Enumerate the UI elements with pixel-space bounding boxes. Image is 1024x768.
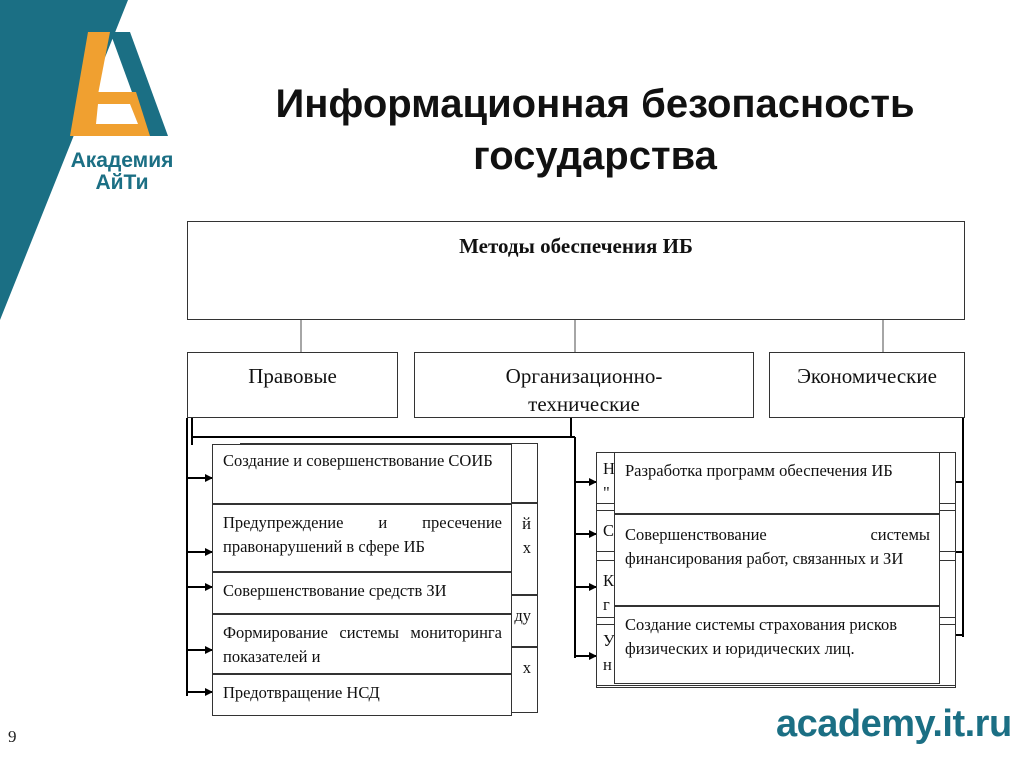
legal-item-2-text: Предупреждение и пресечение правонарушен… bbox=[223, 513, 502, 556]
logo-name-line1: Академия bbox=[70, 149, 174, 172]
category-org-tech: Организационно-технические bbox=[414, 352, 754, 418]
legal-item-3: Совершенствование средств ЗИ bbox=[212, 572, 512, 614]
category-economic-label: Экономические bbox=[797, 364, 937, 388]
site-url: academy.it.ru bbox=[776, 703, 1012, 745]
category-legal-label: Правовые bbox=[248, 364, 337, 388]
category-legal: Правовые bbox=[187, 352, 398, 418]
slide-title-line2: государства bbox=[473, 134, 717, 178]
slide-title-line1: Информационная безопасность bbox=[275, 82, 915, 126]
hidden-fragment: н bbox=[603, 655, 612, 674]
legal-item-1-text: Создание и совершенствование СОИБ bbox=[223, 451, 493, 470]
hidden-fragment: С bbox=[603, 521, 615, 540]
hidden-fragment: К bbox=[603, 571, 615, 590]
legal-item-2: Предупреждение и пресечение правонарушен… bbox=[212, 504, 512, 572]
hidden-fragment: " bbox=[603, 483, 610, 502]
legal-item-3-text: Совершенствование средств ЗИ bbox=[223, 581, 447, 600]
economic-item-1-text: Разработка программ обеспечения ИБ bbox=[625, 461, 893, 480]
economic-item-3: Создание системы страхования рисков физи… bbox=[614, 606, 940, 684]
logo-name-line2: АйТи bbox=[95, 171, 149, 194]
hidden-fragment: ду bbox=[514, 606, 531, 625]
category-economic: Экономические bbox=[769, 352, 965, 418]
economic-item-1: Разработка программ обеспечения ИБ bbox=[614, 452, 940, 514]
legal-item-5: Предотвращение НСД bbox=[212, 674, 512, 716]
methods-root-box: Методы обеспечения ИБ bbox=[187, 221, 965, 320]
hidden-fragment: й bbox=[522, 514, 531, 533]
hidden-fragment: г bbox=[603, 595, 610, 614]
hidden-fragment: Н bbox=[603, 459, 615, 478]
slide-title: Информационная безопасность государства bbox=[200, 78, 990, 182]
hidden-fragment: х bbox=[522, 538, 531, 557]
legal-item-4-text: Формирование системы мониторинга показат… bbox=[223, 623, 502, 666]
legal-item-5-text: Предотвращение НСД bbox=[223, 683, 380, 702]
hidden-fragment: У bbox=[603, 631, 615, 650]
hidden-fragment: х bbox=[522, 658, 531, 677]
logo-wordmark: Академия АйТи bbox=[62, 150, 182, 194]
economic-item-3-text: Создание системы страхования рисков физи… bbox=[625, 615, 898, 658]
logo-letter-a-teal bbox=[110, 32, 168, 136]
economic-item-2-text: Совершенствование системы финансирования… bbox=[625, 525, 930, 568]
page-number: 9 bbox=[8, 727, 17, 746]
legal-item-4: Формирование системы мониторинга показат… bbox=[212, 614, 512, 674]
logo-letter-a-inner bbox=[96, 104, 138, 124]
category-org-tech-label: Организационно-технические bbox=[505, 364, 663, 416]
legal-item-1: Создание и совершенствование СОИБ bbox=[212, 444, 512, 504]
logo-letter-a-orange bbox=[70, 32, 110, 136]
economic-item-2: Совершенствование системы финансирования… bbox=[614, 514, 940, 606]
methods-root-label: Методы обеспечения ИБ bbox=[459, 234, 693, 258]
